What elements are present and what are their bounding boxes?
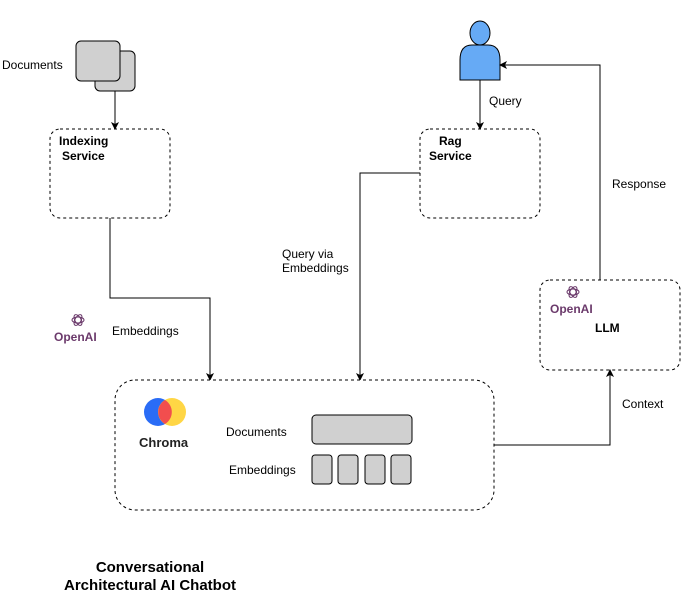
query-label: Query xyxy=(489,94,522,108)
openai-label-llm: OpenAI xyxy=(550,302,593,316)
context-label: Context xyxy=(622,397,664,411)
embedding-block xyxy=(337,454,359,485)
openai-icon-left xyxy=(71,314,85,326)
user-icon xyxy=(459,20,501,81)
openai-icon-llm xyxy=(566,286,580,298)
rag-service-label-line2: Service xyxy=(429,149,472,163)
documents-source-label: Documents xyxy=(2,58,63,72)
llm-node: OpenAI LLM xyxy=(539,279,681,371)
rag-service-node: Rag Service xyxy=(419,128,541,219)
indexing-service-node: Indexing Service xyxy=(49,128,171,219)
chroma-documents-label: Documents xyxy=(226,425,287,439)
chroma-node: Chroma Documents Embeddings xyxy=(114,379,495,511)
embedding-block xyxy=(364,454,386,485)
llm-label: LLM xyxy=(595,321,620,335)
diagram-title-line1: Conversational xyxy=(96,559,204,576)
rag-service-label-line1: Rag xyxy=(439,134,462,148)
chroma-embeddings-label: Embeddings xyxy=(229,463,296,477)
indexing-service-label-line2: Service xyxy=(62,149,105,163)
documents-stack-icon xyxy=(75,40,136,92)
response-label: Response xyxy=(612,177,666,191)
diagram-title-line2: Architectural AI Chatbot xyxy=(64,577,236,593)
chroma-label: Chroma xyxy=(139,435,189,450)
edge-chroma-to-llm xyxy=(494,369,614,446)
edge-llm-to-user xyxy=(499,61,601,280)
embedding-block xyxy=(311,454,333,485)
edge-rag-to-chroma xyxy=(356,172,420,381)
chroma-documents-block xyxy=(311,414,413,445)
edge-indexing-to-chroma xyxy=(109,218,214,381)
chroma-logo-icon xyxy=(144,398,186,426)
openai-label-left: OpenAI xyxy=(54,330,97,344)
indexing-service-label-line1: Indexing xyxy=(59,134,108,148)
query-via-label-line1: Query via xyxy=(282,247,334,261)
embedding-block xyxy=(390,454,412,485)
query-via-label-line2: Embeddings xyxy=(282,261,349,275)
embeddings-edge-label: Embeddings xyxy=(112,324,179,338)
